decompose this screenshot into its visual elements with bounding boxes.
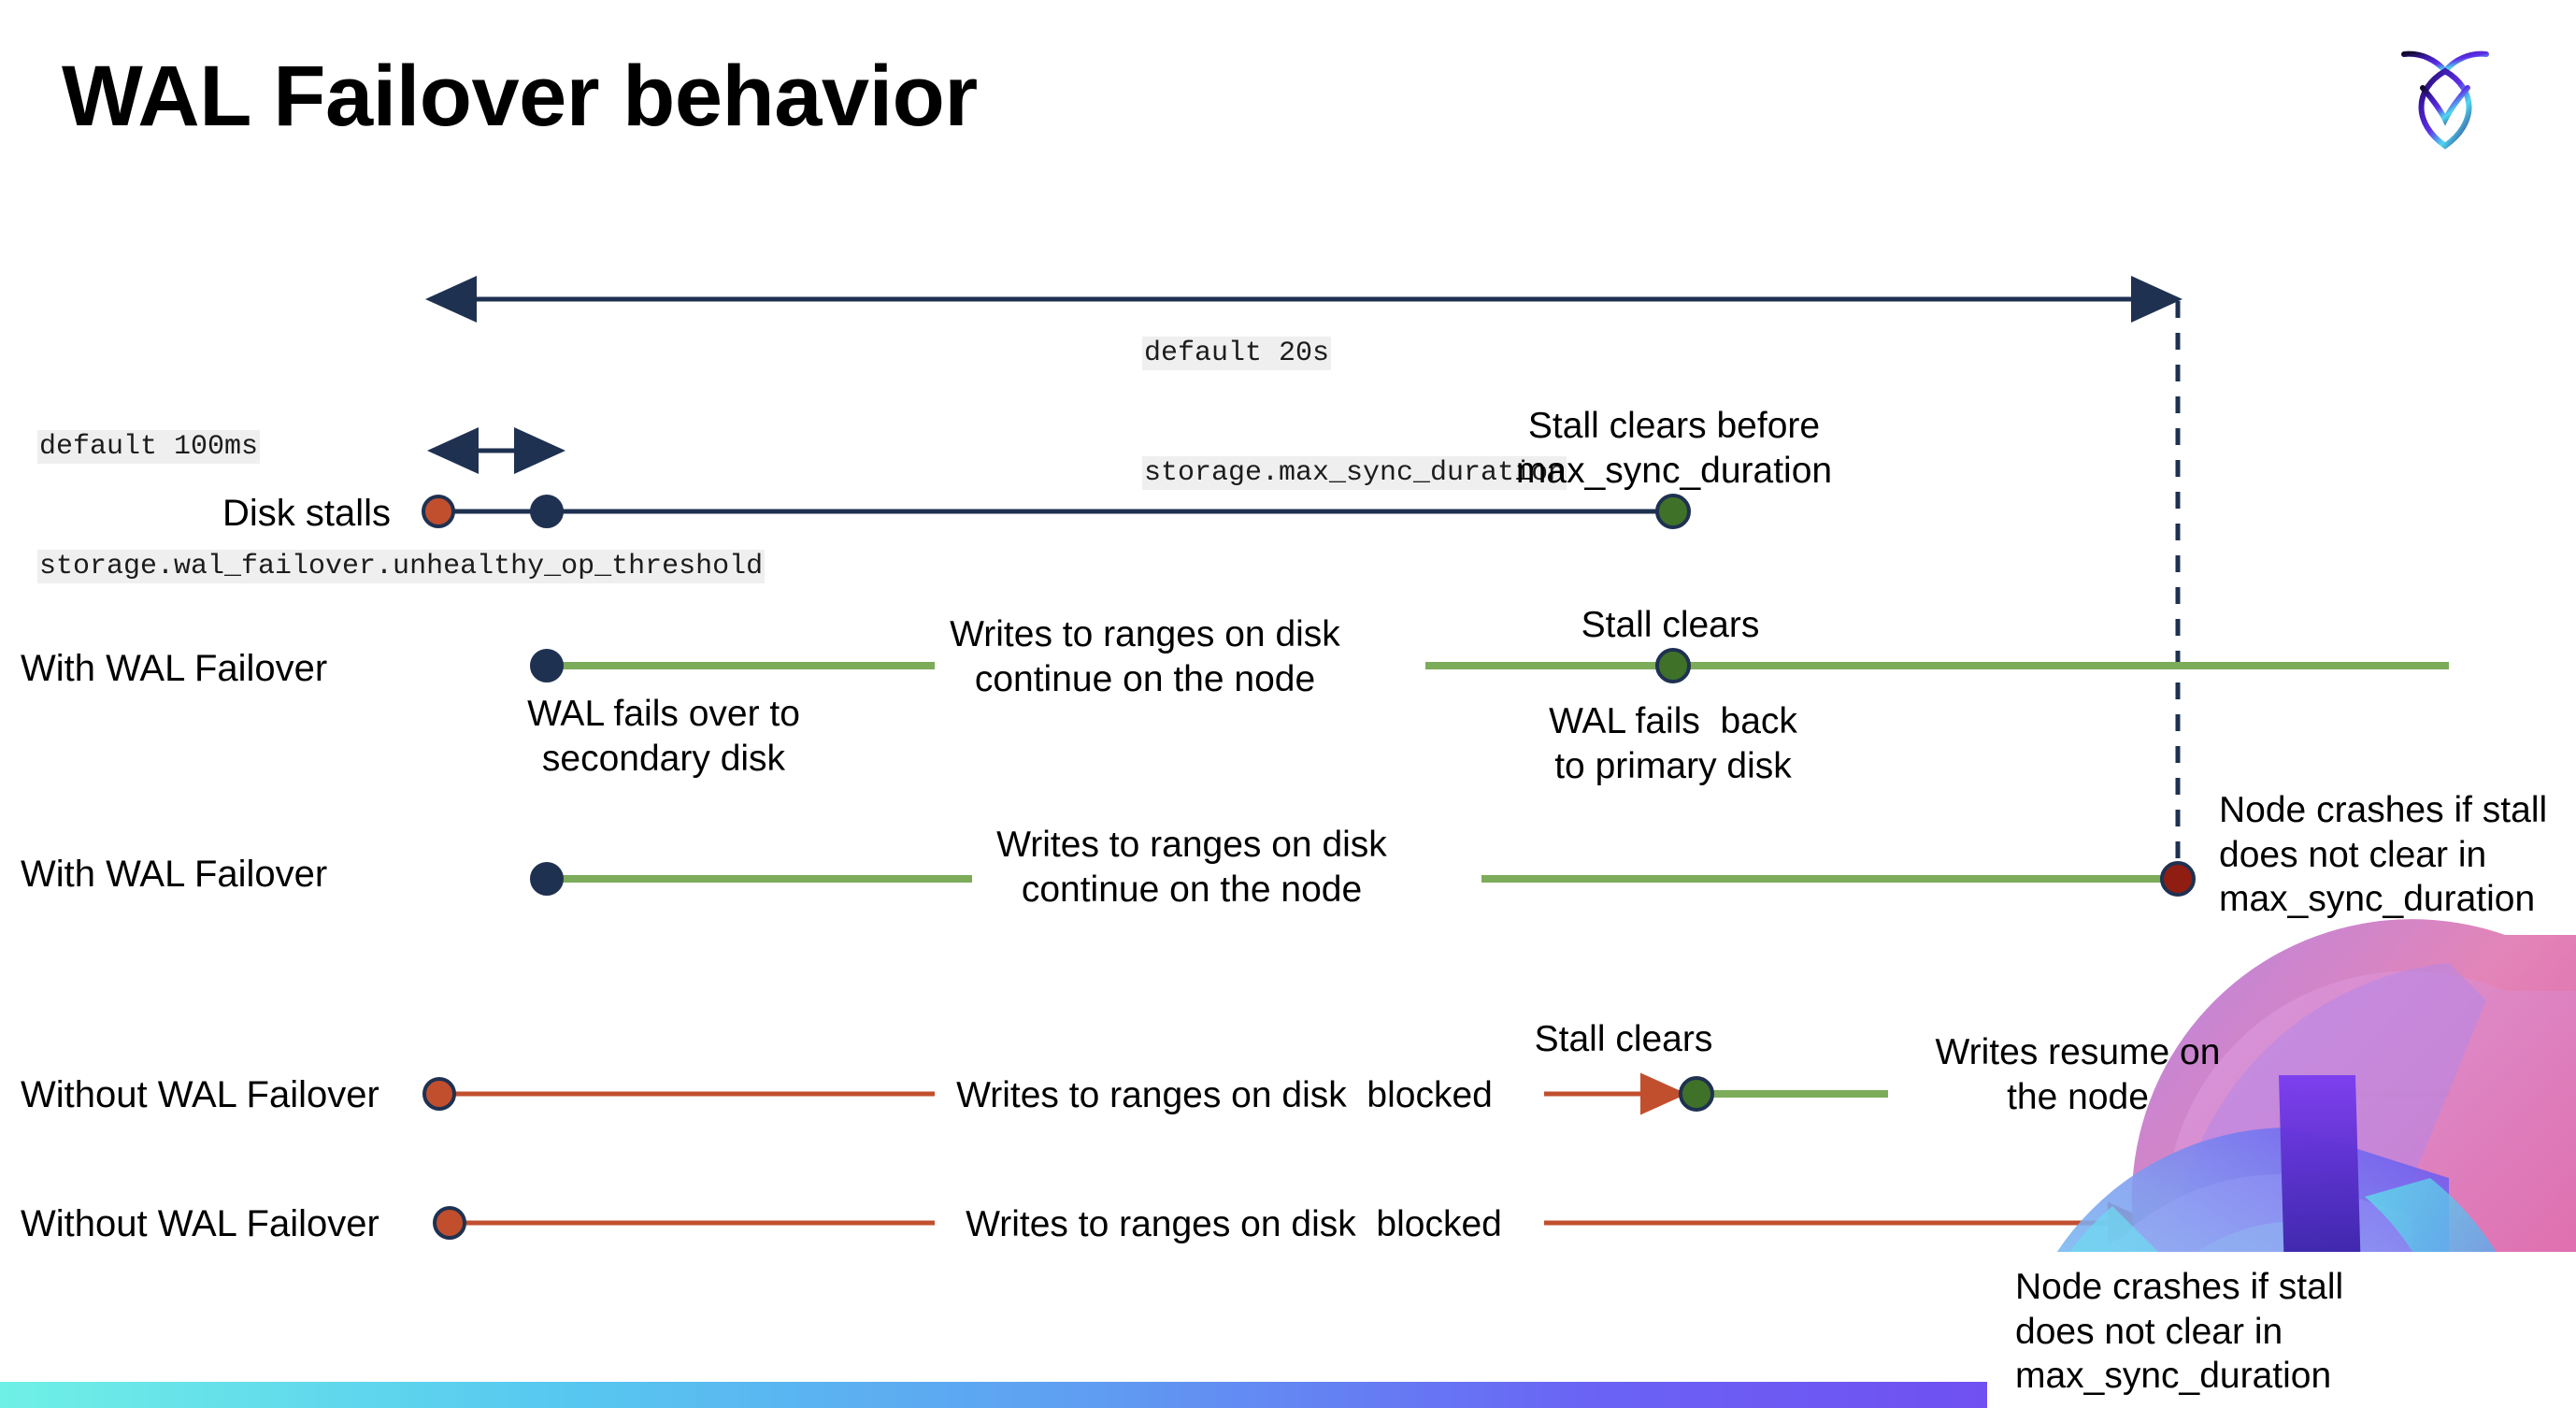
timeline-row-disk-stalls [422,494,1691,529]
node-crash-dot [2160,1205,2196,1241]
callout-stall-clears-before-max-sync: Stall clears before max_sync_duration [1515,406,1833,491]
decorative-white-card [1989,1252,2576,1408]
callout-wal-fails-over: WAL fails over to secondary disk [527,694,800,779]
row-label-disk-stalls: Disk stalls [222,493,392,534]
stall-start-dot [422,495,455,528]
callout-writes-continue-2: Writes to ranges on disk continue on the… [996,825,1387,910]
row-label-without-wal-failover-2: Without WAL Failover [21,1203,379,1244]
callout-stall-clears-1: Stall clears [1581,605,1760,645]
failover-start-dot [530,862,564,896]
callout-writes-resume: Writes resume on the node [1935,1032,2221,1117]
annotation-unhealthy-setting: storage.wal_failover.unhealthy_op_thresh… [37,549,766,583]
callout-writes-blocked-2: Writes to ranges on disk blocked [966,1204,1502,1244]
stall-clears-dot [1655,648,1691,683]
timeline-row-with-failover-recovers [530,648,2449,683]
failover-start-dot [530,649,564,682]
timeline-row-with-failover-crashes [530,861,2196,897]
stall-start-dot [433,1206,466,1240]
callout-stall-clears-2: Stall clears [1534,1019,1713,1059]
page-title: WAL Failover behavior [62,49,978,144]
callout-writes-blocked-1: Writes to ranges on disk blocked [956,1075,1493,1115]
annotation-max-sync-duration: default 20s storage.max_sync_duration [1142,254,1567,533]
row-label-with-wal-failover-1: With WAL Failover [21,648,328,689]
row-label-without-wal-failover-1: Without WAL Failover [21,1074,379,1115]
stall-clears-dot [1679,1076,1714,1112]
cockroachdb-logo-icon [2389,32,2501,153]
callout-wal-fails-back: WAL fails back to primary disk [1549,701,1797,786]
stall-clears-dot [1655,494,1691,529]
callout-writes-continue-1: Writes to ranges on disk continue on the… [950,614,1340,699]
annotation-max-sync-setting: storage.max_sync_duration [1142,455,1567,490]
callout-node-crashes-2: Node crashes if stall does not clear in … [2219,790,2548,920]
row-label-with-wal-failover-2: With WAL Failover [21,854,328,895]
annotation-max-sync-default: default 20s [1142,337,1332,371]
annotation-unhealthy-op-threshold: default 100ms storage.wal_failover.unhea… [37,348,766,626]
callout-node-crashes-4: Node crashes if stall does not clear in … [2015,1267,2344,1397]
stall-start-dot [422,1077,456,1111]
node-crash-dot [2160,861,2196,897]
failover-trigger-dot [530,495,564,528]
bottom-gradient-bar [0,1382,1987,1408]
annotation-unhealthy-default: default 100ms [37,430,261,465]
